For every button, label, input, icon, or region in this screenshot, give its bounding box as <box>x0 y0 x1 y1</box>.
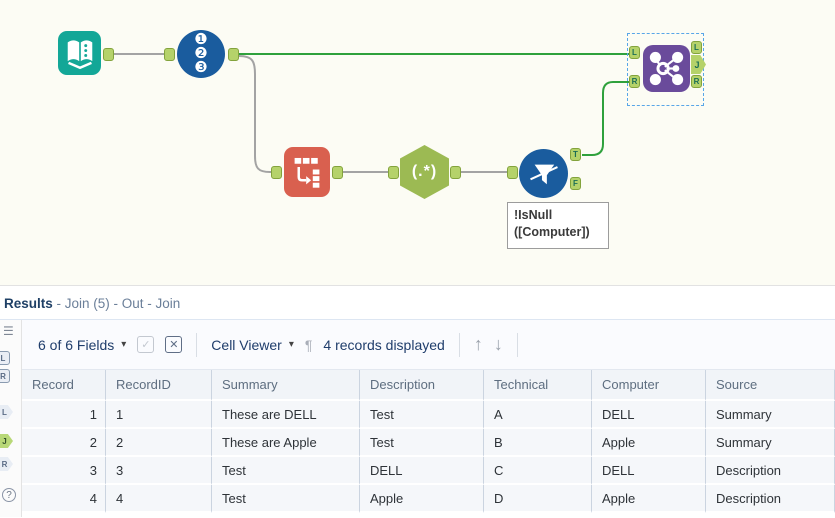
toolbar-divider <box>196 332 198 357</box>
filter-input-anchor[interactable] <box>507 166 518 179</box>
table-cell[interactable]: Apple <box>360 485 484 513</box>
select-all-fields-icon[interactable]: ✓ <box>137 336 155 353</box>
network-join-icon <box>643 45 690 92</box>
sidebar-output-anchor-l[interactable]: L <box>0 405 13 419</box>
table-cell[interactable]: 3 <box>22 457 106 485</box>
join-output-left-anchor[interactable]: L <box>691 41 702 54</box>
filter-true-anchor[interactable]: T <box>570 148 581 161</box>
chevron-down-icon[interactable]: ▾ <box>288 339 294 350</box>
funnel-icon <box>519 149 568 198</box>
table-cell[interactable]: 3 <box>106 457 212 485</box>
table-cell[interactable]: Apple <box>592 429 706 457</box>
record-id-input-anchor[interactable] <box>164 48 175 61</box>
table-cell[interactable]: Test <box>212 457 360 485</box>
join-output-join-anchor[interactable]: J <box>691 55 706 74</box>
whitespace-toggle-icon[interactable]: ¶ <box>304 336 313 353</box>
digit-one-icon: ❶ <box>194 31 208 48</box>
column-header[interactable]: Source <box>706 370 835 401</box>
table-cell[interactable]: Test <box>212 485 360 513</box>
regex-output-anchor[interactable] <box>450 166 461 179</box>
join-output-right-anchor[interactable]: R <box>691 75 702 88</box>
column-header[interactable]: RecordID <box>106 370 212 401</box>
table-cell[interactable]: These are Apple <box>212 429 360 457</box>
results-toolbar: 6 of 6 Fields ▾ ✓ ✕ Cell Viewer ▾ ¶ 4 re… <box>22 320 835 370</box>
table-cell[interactable]: Test <box>360 401 484 429</box>
table-cell[interactable]: Summary <box>706 429 835 457</box>
fields-dropdown[interactable]: 6 of 6 Fields <box>38 336 115 353</box>
table-cell[interactable]: Apple <box>592 485 706 513</box>
table-cell[interactable]: 2 <box>22 429 106 457</box>
results-title: Results <box>4 295 53 311</box>
scroll-down-icon[interactable]: ↓ <box>493 334 503 354</box>
join-left-input-anchor[interactable]: L <box>629 46 640 59</box>
sidebar-input-anchor-r[interactable]: R <box>0 369 10 383</box>
filter-false-anchor[interactable]: F <box>570 177 581 190</box>
column-header[interactable]: Technical <box>484 370 592 401</box>
workflow-canvas[interactable]: ❶ ❷ ❸ <box>0 0 835 286</box>
table-cell[interactable]: DELL <box>592 401 706 429</box>
column-header[interactable]: Description <box>360 370 484 401</box>
sidebar-input-anchor-l[interactable]: L <box>0 351 10 365</box>
regex-input-anchor[interactable] <box>388 166 399 179</box>
text-to-columns-input-anchor[interactable] <box>271 166 282 179</box>
results-title-bar: Results - Join (5) - Out - Join <box>0 287 835 320</box>
table-cell[interactable]: Test <box>360 429 484 457</box>
results-panel: Results - Join (5) - Out - Join ☰ L R L … <box>0 287 835 518</box>
numbered-circles-icon: ❶ ❷ ❸ <box>177 30 225 78</box>
table-cell[interactable]: DELL <box>592 457 706 485</box>
table-cell[interactable]: 2 <box>106 429 212 457</box>
table-cell[interactable]: Description <box>706 457 835 485</box>
annotation-line: !IsNull <box>514 208 553 222</box>
deselect-fields-icon[interactable]: ✕ <box>165 336 183 353</box>
cell-viewer-dropdown[interactable]: Cell Viewer <box>211 336 282 353</box>
results-anchor-sidebar: ☰ L R L J R ? <box>0 320 22 517</box>
false-anchor-label: F <box>573 179 578 188</box>
digit-three-icon: ❸ <box>194 59 208 76</box>
annotation-line: ([Computer]) <box>514 225 590 239</box>
results-title-context: - Join (5) - Out - Join <box>52 295 181 311</box>
connection-wires <box>113 53 630 173</box>
table-cell[interactable]: DELL <box>360 457 484 485</box>
column-header[interactable]: Computer <box>592 370 706 401</box>
table-cell[interactable]: 4 <box>106 485 212 513</box>
chevron-down-icon[interactable]: ▾ <box>121 339 127 350</box>
table-cell[interactable]: 1 <box>22 401 106 429</box>
table-cell[interactable]: Description <box>706 485 835 513</box>
regex-label: (.*) <box>411 163 438 180</box>
help-icon[interactable]: ? <box>2 488 16 502</box>
table-cell[interactable]: A <box>484 401 592 429</box>
column-header[interactable]: Summary <box>212 370 360 401</box>
sidebar-output-anchor-r[interactable]: R <box>0 457 13 471</box>
scroll-up-icon[interactable]: ↑ <box>473 334 483 354</box>
input-data-output-anchor[interactable] <box>103 48 114 61</box>
toolbar-divider <box>458 332 460 357</box>
table-cell[interactable]: 4 <box>22 485 106 513</box>
digit-two-icon: ❷ <box>194 45 208 62</box>
table-cell[interactable]: Summary <box>706 401 835 429</box>
record-id-output-anchor[interactable] <box>228 48 239 61</box>
true-anchor-label: T <box>573 150 578 159</box>
column-header[interactable]: Record <box>22 370 106 401</box>
table-cell[interactable]: B <box>484 429 592 457</box>
records-displayed-label: 4 records displayed <box>323 336 445 353</box>
text-to-columns-output-anchor[interactable] <box>332 166 343 179</box>
selection-outline <box>627 33 704 106</box>
table-cell[interactable]: These are DELL <box>212 401 360 429</box>
table-cell[interactable]: D <box>484 485 592 513</box>
menu-icon[interactable]: ☰ <box>3 324 14 338</box>
results-table: Record RecordID Summary Description Tech… <box>22 370 835 513</box>
open-book-icon <box>58 31 101 75</box>
sidebar-output-anchor-j-selected[interactable]: J <box>0 434 13 448</box>
table-cell[interactable]: 1 <box>106 401 212 429</box>
join-right-input-anchor[interactable]: R <box>629 75 640 88</box>
filter-annotation[interactable]: !IsNull ([Computer]) <box>507 202 609 249</box>
table-cell[interactable]: C <box>484 457 592 485</box>
table-split-arrow-icon <box>284 147 330 197</box>
toolbar-divider <box>516 332 518 357</box>
